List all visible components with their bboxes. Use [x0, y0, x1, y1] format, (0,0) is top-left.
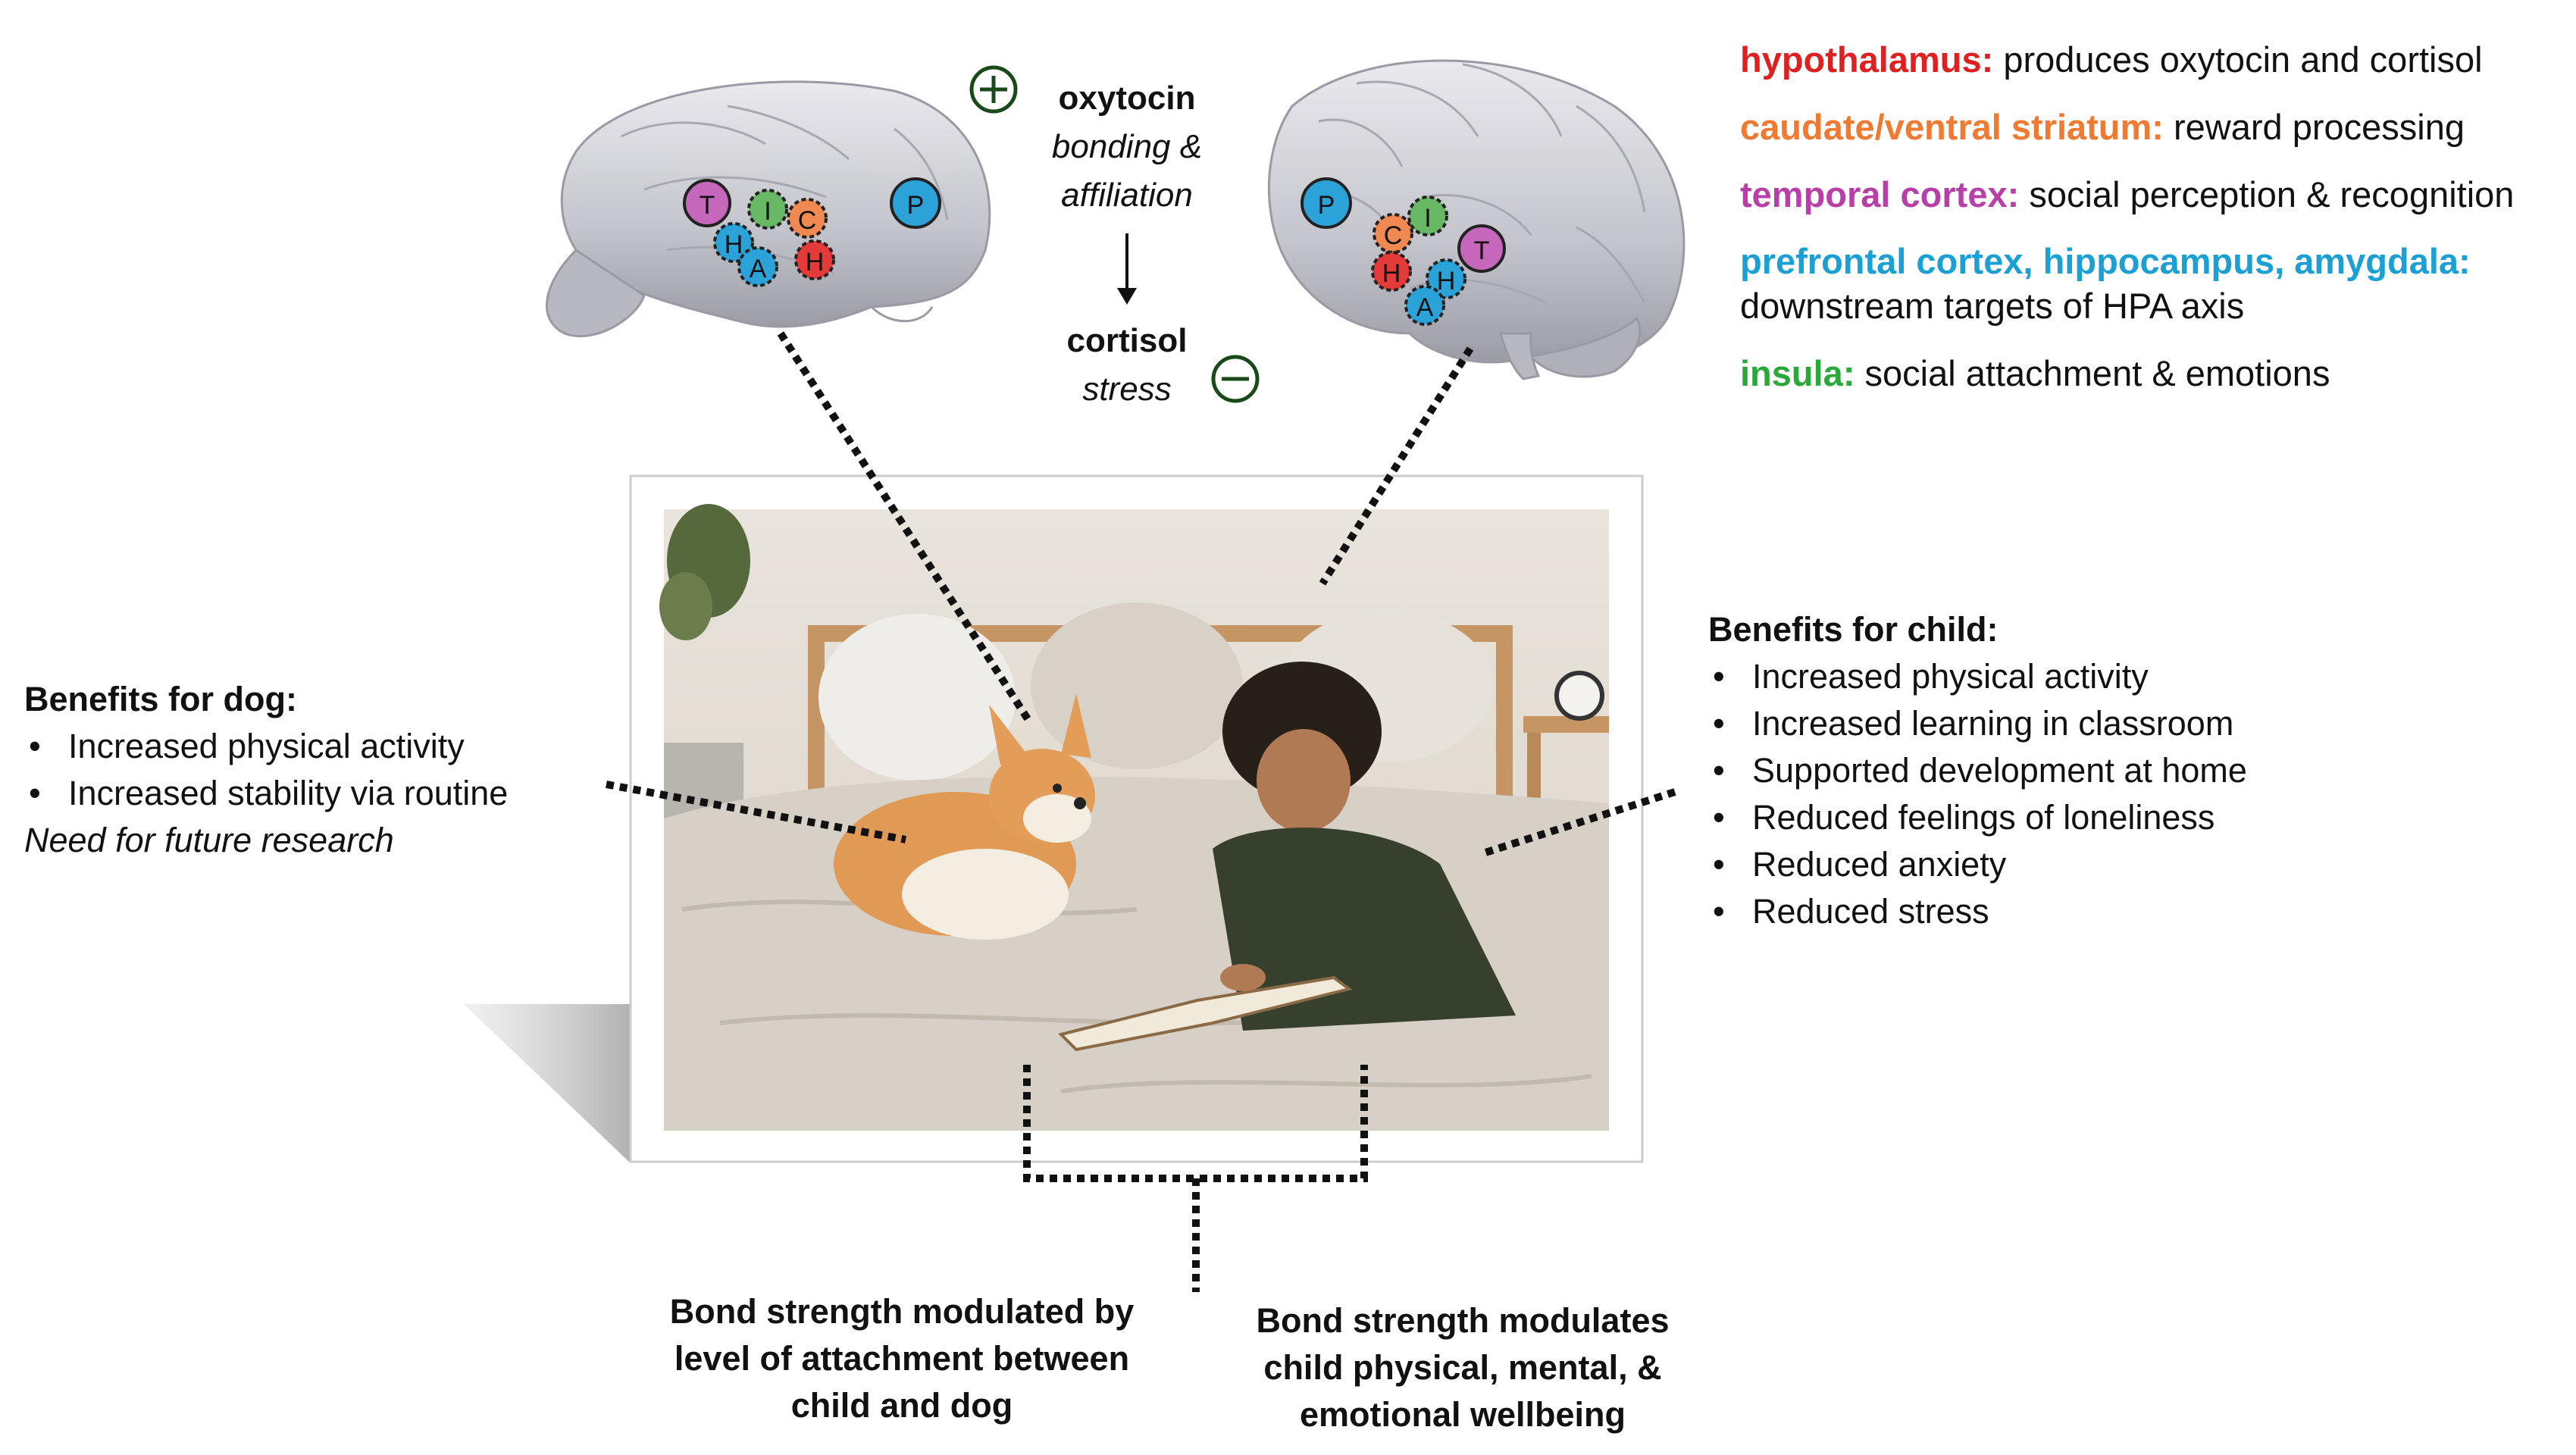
- oxytocin-to-cortisol-arrow: [1117, 233, 1137, 305]
- human-caudate-marker-label: C: [1384, 221, 1403, 250]
- dog-amygdala-marker: [737, 246, 778, 287]
- caption-line: emotional wellbeing: [1299, 1395, 1626, 1434]
- dog-benefit-item: Increased stability via routine: [24, 770, 615, 817]
- dog-benefits-list: Increased physical activity Increased st…: [24, 723, 615, 817]
- legend-desc-insula: social attachment & emotions: [1864, 352, 2330, 393]
- minus-sign-icon: [1211, 355, 1260, 403]
- dog-insula-marker-label: I: [764, 197, 771, 226]
- legend-term-caudate: caudate/ventral striatum:: [1740, 106, 2164, 147]
- dog-brain-markers: T I C H A H P: [683, 177, 941, 287]
- oxytocin-subtitle-2: affiliation: [1061, 177, 1193, 214]
- human-insula-marker-label: I: [1424, 204, 1431, 233]
- dog-hypothalamus-marker-label: H: [806, 248, 825, 277]
- dog-benefits-note: Need for future research: [24, 821, 394, 859]
- legend-term-insula: insula:: [1740, 352, 1855, 393]
- legend-row-caudate: caudate/ventral striatum: reward process…: [1740, 105, 2566, 150]
- dog-prefrontal-marker: [890, 177, 941, 229]
- human-insula-marker: [1407, 196, 1448, 236]
- legend-row-insula: insula: social attachment & emotions: [1740, 352, 2566, 396]
- dog-caudate-marker-label: C: [798, 206, 817, 235]
- human-brain-illustration: [1267, 59, 1686, 380]
- dog-prefrontal-marker-label: P: [907, 191, 925, 220]
- brain-region-legend: hypothalamus: produces oxytocin and cort…: [1740, 38, 2566, 419]
- cortisol-subtitle: stress: [1082, 371, 1172, 408]
- human-prefrontal-marker: [1301, 177, 1352, 229]
- dog-benefits: Benefits for dog: Increased physical act…: [24, 676, 615, 864]
- legend-desc-temporal: social perception & recognition: [2029, 174, 2515, 214]
- cortisol-label: cortisol: [1066, 322, 1188, 359]
- human-amygdala-marker: [1404, 285, 1445, 326]
- child-benefits-list: Increased physical activity Increased le…: [1708, 653, 2390, 935]
- dog-benefit-item: Increased physical activity: [24, 723, 615, 770]
- dog-insula-marker: [747, 189, 788, 230]
- human-temporal-marker: [1457, 224, 1506, 273]
- human-hypothalamus-marker: [1371, 251, 1412, 292]
- child-benefit-item: Increased learning in classroom: [1708, 700, 2390, 747]
- dog-hippocampus-marker-label: H: [725, 230, 743, 259]
- human-amygdala-marker-label: A: [1416, 293, 1434, 322]
- bond-strength-modulated-caption: Bond strength modulated by level of atta…: [591, 1288, 1213, 1429]
- legend-row-temporal: temporal cortex: social perception & rec…: [1740, 173, 2566, 217]
- dotted-connectors: [606, 331, 1676, 1292]
- child-benefit-item: Reduced anxiety: [1708, 841, 2390, 888]
- legend-desc-caudate: reward processing: [2174, 106, 2465, 147]
- oxytocin-label: oxytocin: [1058, 80, 1196, 117]
- human-temporal-marker-label: T: [1474, 236, 1490, 265]
- child-benefits: Benefits for child: Increased physical a…: [1708, 606, 2390, 935]
- legend-term-hypothalamus: hypothalamus:: [1740, 39, 1994, 80]
- dog-temporal-marker: [683, 179, 731, 227]
- human-prefrontal-marker-label: P: [1318, 191, 1335, 220]
- human-brain-markers: P C I H H T A: [1301, 177, 1506, 326]
- legend-desc-prefrontal: downstream targets of HPA axis: [1740, 286, 2245, 326]
- child-benefits-title: Benefits for child:: [1708, 610, 1999, 649]
- dog-temporal-marker-label: T: [700, 191, 715, 220]
- child-benefit-item: Increased physical activity: [1708, 653, 2390, 700]
- dog-amygdala-marker-label: A: [750, 255, 767, 283]
- dog-benefits-title: Benefits for dog:: [24, 680, 297, 718]
- legend-row-prefrontal: prefrontal cortex, hippocampus, amygdala…: [1740, 239, 2566, 329]
- oxytocin-subtitle-1: bonding &: [1051, 128, 1203, 165]
- caption-line: child physical, mental, &: [1263, 1348, 1662, 1387]
- human-hippocampus-marker: [1426, 258, 1466, 299]
- legend-desc-hypothalamus: produces oxytocin and cortisol: [2003, 39, 2483, 80]
- dog-caudate-marker: [787, 198, 828, 239]
- human-caudate-marker: [1373, 213, 1413, 254]
- dog-hippocampus-marker: [713, 222, 754, 263]
- child-benefit-item: Reduced stress: [1708, 888, 2390, 935]
- human-hippocampus-marker-label: H: [1437, 267, 1456, 296]
- legend-term-prefrontal: prefrontal cortex, hippocampus, amygdala…: [1740, 241, 2471, 282]
- caption-line: level of attachment between: [674, 1339, 1130, 1378]
- child-dog-photo: [464, 474, 1644, 1163]
- dog-hypothalamus-marker: [794, 239, 835, 280]
- bond-strength-modulates-caption: Bond strength modulates child physical, …: [1182, 1297, 1743, 1438]
- legend-row-hypothalamus: hypothalamus: produces oxytocin and cort…: [1740, 38, 2566, 83]
- caption-line: Bond strength modulates: [1256, 1301, 1670, 1340]
- legend-term-temporal: temporal cortex:: [1740, 174, 2020, 214]
- child-benefit-item: Reduced feelings of loneliness: [1708, 794, 2390, 841]
- human-hypothalamus-marker-label: H: [1382, 259, 1401, 288]
- caption-line: child and dog: [790, 1386, 1013, 1425]
- child-benefit-item: Supported development at home: [1708, 747, 2390, 794]
- caption-line: Bond strength modulated by: [669, 1292, 1135, 1331]
- plus-sign-icon: [969, 65, 1018, 114]
